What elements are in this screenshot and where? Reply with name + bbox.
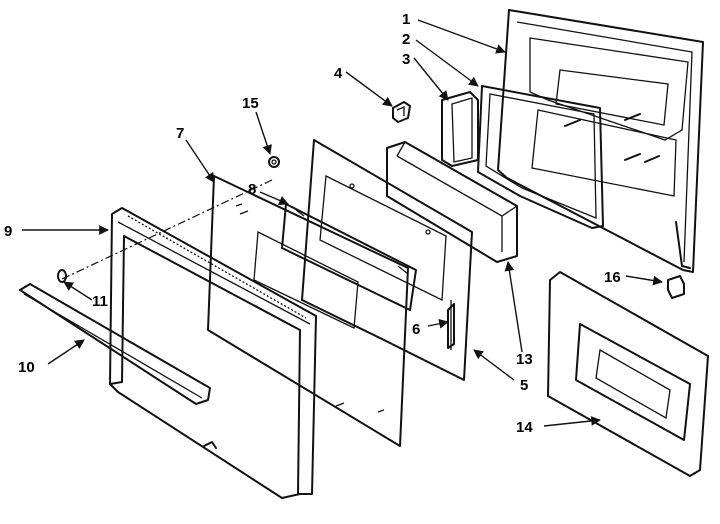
- callout-1: 1: [402, 11, 410, 28]
- callout-10: 10: [18, 359, 35, 376]
- callout-8: 8: [248, 181, 256, 198]
- door-gasket: [477, 85, 604, 229]
- callout-15: 15: [242, 95, 259, 112]
- door-bracket: [447, 300, 455, 350]
- door-channel: [441, 91, 479, 167]
- window-glass: [281, 203, 417, 311]
- callout-7: 7: [176, 125, 184, 142]
- handle-spacer: [57, 269, 67, 283]
- door-clip: [392, 101, 411, 123]
- outer-door-panel: [497, 9, 704, 273]
- door-frame: [109, 207, 317, 499]
- callout-leaders: [22, 19, 663, 427]
- callout-14: 14: [516, 419, 533, 436]
- callout-11: 11: [92, 293, 108, 310]
- callout-5: 5: [520, 377, 528, 394]
- inner-glass-frame: [301, 139, 473, 381]
- hinge-clip: [667, 275, 685, 299]
- callout-labels: 1 2 3 4 5 6 7 8 9 10 11 13 14 15 16: [4, 11, 621, 436]
- callout-3: 3: [402, 51, 410, 68]
- door-insulation-foam: [547, 271, 709, 477]
- door-handle: [19, 283, 211, 405]
- alignment-line: [59, 179, 273, 281]
- door-inner-panel: [207, 175, 409, 447]
- callout-16: 16: [604, 269, 621, 286]
- mounting-screw: [268, 156, 280, 168]
- callout-13: 13: [516, 351, 533, 368]
- callout-6: 6: [412, 321, 420, 338]
- callout-9: 9: [4, 223, 12, 240]
- insulation-box: [386, 141, 518, 263]
- callout-2: 2: [402, 31, 410, 48]
- callout-4: 4: [334, 65, 343, 82]
